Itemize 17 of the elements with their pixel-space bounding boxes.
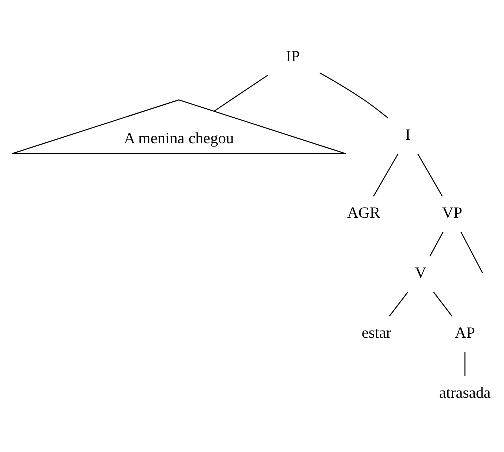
- connector: [373, 154, 399, 198]
- node-text: estar: [362, 325, 392, 342]
- node-text: AP: [455, 325, 476, 342]
- connector: [214, 74, 269, 112]
- connector: [417, 154, 444, 198]
- connector: [389, 292, 409, 317]
- node-text: IP: [286, 48, 300, 66]
- node-text: I: [406, 126, 411, 144]
- connector: [319, 72, 389, 119]
- node-text: V: [415, 265, 427, 282]
- connector: [430, 232, 444, 257]
- connector: [464, 352, 466, 377]
- node-text: atrasada: [439, 385, 491, 402]
- node-text: AGR: [347, 205, 381, 222]
- connector: [433, 292, 453, 317]
- node-text: VP: [442, 205, 462, 222]
- connector: [460, 232, 484, 274]
